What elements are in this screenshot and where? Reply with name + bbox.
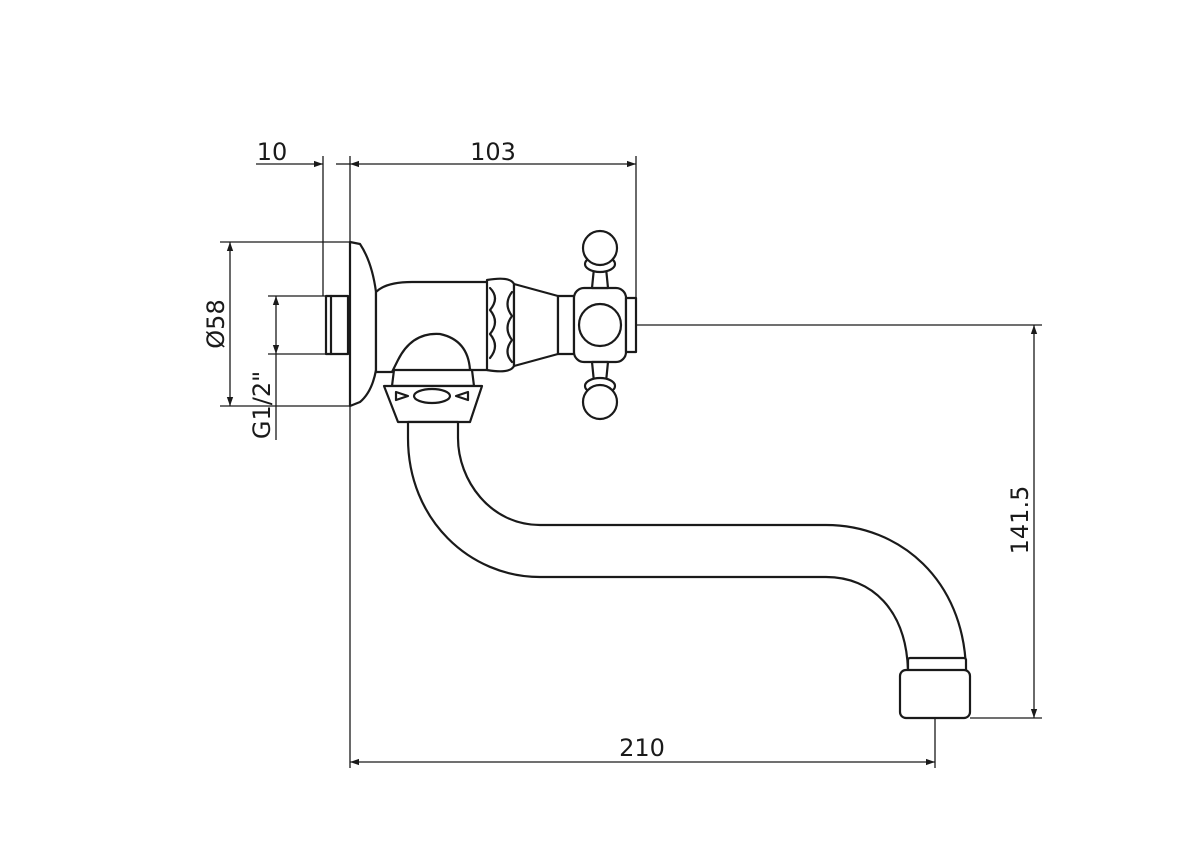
cross-handle: [572, 229, 638, 421]
label-flange-thickness: 10: [257, 138, 288, 166]
label-handle-offset: 103: [470, 138, 516, 166]
spout-tube: [406, 420, 968, 672]
wall-flange: [348, 240, 378, 408]
dimension-lines: [220, 156, 1042, 768]
label-flange-diameter: Ø58: [202, 299, 230, 348]
valve-cone: [512, 282, 560, 368]
handle-hub: [556, 294, 576, 356]
spout-nut: [382, 368, 484, 424]
aerator: [898, 656, 972, 720]
valve-body: [374, 280, 492, 374]
dimension-labels: 10 103 Ø58 G1/2" 141.5 210: [202, 138, 1034, 762]
threaded-inlet: [324, 294, 350, 356]
faucet-outline: [324, 229, 972, 720]
label-spout-height: 141.5: [1006, 486, 1034, 555]
label-thread-size: G1/2": [248, 371, 276, 439]
label-spout-reach: 210: [619, 734, 665, 762]
